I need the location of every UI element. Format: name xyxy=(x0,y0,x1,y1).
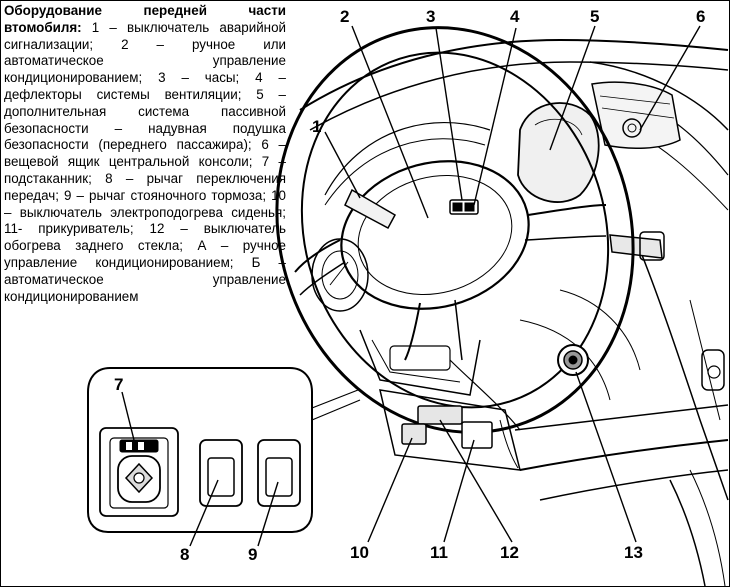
instrument-cluster xyxy=(311,238,369,312)
leader-12 xyxy=(439,419,513,543)
leader-lines xyxy=(121,25,701,547)
leader-3 xyxy=(435,27,463,201)
passenger-airbag-pad xyxy=(517,102,600,203)
leader-5 xyxy=(549,25,596,151)
callout-9: 9 xyxy=(248,545,257,564)
caption-title: Оборудование передней части втомобиля: xyxy=(4,3,286,35)
callout-12: 12 xyxy=(500,543,519,562)
inset-detail-box xyxy=(87,367,361,533)
callout-10: 10 xyxy=(350,543,369,562)
steering-column xyxy=(359,329,521,431)
leader-7 xyxy=(121,391,135,441)
leader-8 xyxy=(189,479,219,547)
callout-numbers: 1 2 3 4 5 6 7 8 9 10 11 12 13 xyxy=(114,7,705,564)
figure-caption: Оборудование передней части втомобиля: 1… xyxy=(4,3,286,305)
leader-13 xyxy=(575,371,637,543)
callout-8: 8 xyxy=(180,545,189,564)
leader-1 xyxy=(324,131,361,199)
callout-11: 11 xyxy=(430,543,448,562)
leader-2 xyxy=(351,25,429,219)
callout-6: 6 xyxy=(696,7,705,26)
callout-1: 1 xyxy=(312,117,321,136)
clock xyxy=(449,199,479,215)
callout-2: 2 xyxy=(340,7,349,26)
right-stalk xyxy=(609,231,665,261)
caption-body: 1 – выключатель аварийной сигнализации; … xyxy=(4,19,286,304)
callout-4: 4 xyxy=(510,7,520,26)
round-switch xyxy=(557,344,589,376)
leader-6 xyxy=(639,25,701,131)
callout-3: 3 xyxy=(426,7,435,26)
callout-5: 5 xyxy=(590,7,599,26)
dashboard xyxy=(299,38,729,587)
leader-11 xyxy=(443,439,475,543)
leader-10 xyxy=(367,437,413,543)
callout-13: 13 xyxy=(624,543,643,562)
leader-4 xyxy=(473,27,517,206)
callout-7: 7 xyxy=(114,375,123,394)
hazard-switch xyxy=(344,188,397,230)
lower-center-console xyxy=(379,389,521,471)
leader-9 xyxy=(257,481,279,547)
